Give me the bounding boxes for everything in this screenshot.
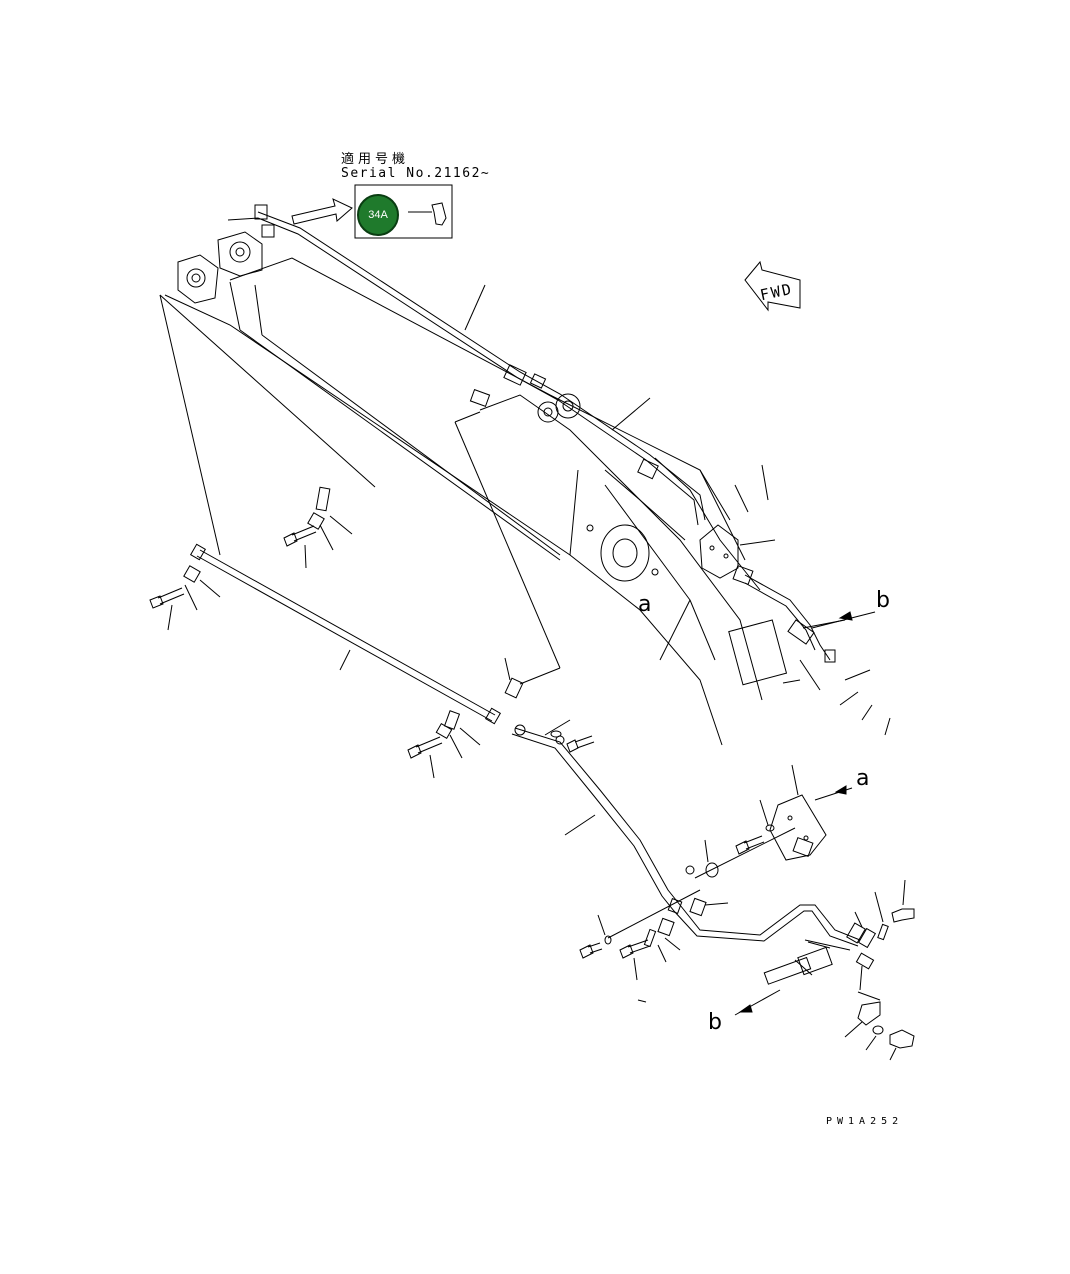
reference-badge[interactable]: 34A	[357, 194, 399, 236]
leader-lines	[160, 218, 890, 735]
clip-part-icon	[408, 203, 446, 225]
bolt-8	[892, 909, 914, 922]
bolt-2	[284, 526, 316, 568]
fwd-arrow-icon	[745, 262, 800, 310]
callout-b-lower: b	[708, 1010, 722, 1035]
callout-a-upper: a	[638, 592, 652, 617]
cylinder-boss	[587, 525, 658, 581]
middle-pipe	[150, 487, 523, 778]
reference-inset	[355, 185, 452, 238]
reference-arrow-icon	[292, 199, 352, 224]
boom-body	[165, 232, 800, 745]
bolt-4	[567, 736, 594, 752]
bolt-3	[408, 737, 442, 778]
upper-pipe	[255, 205, 760, 590]
lower-valve-plate	[770, 765, 852, 860]
bolt-7	[620, 940, 650, 980]
boom-foot-lug	[178, 232, 262, 303]
callout-b-upper: b	[876, 588, 890, 613]
bolt-6	[580, 943, 602, 958]
callout-a-lower: a	[856, 766, 870, 791]
serial-number-label: Serial No.21162~	[341, 166, 491, 181]
bolt-5	[736, 836, 764, 854]
drawing-code: PW1A252	[826, 1116, 904, 1127]
bolt-9	[890, 1030, 914, 1048]
bolt-1	[150, 588, 184, 630]
serial-applicability-label: 適用号機	[341, 152, 410, 167]
to-b-arrow-upper	[812, 612, 875, 628]
lower-fittings	[580, 800, 914, 1060]
lower-pipe	[512, 720, 860, 946]
valve-block	[700, 525, 835, 662]
arm-pin-boss	[538, 394, 580, 422]
